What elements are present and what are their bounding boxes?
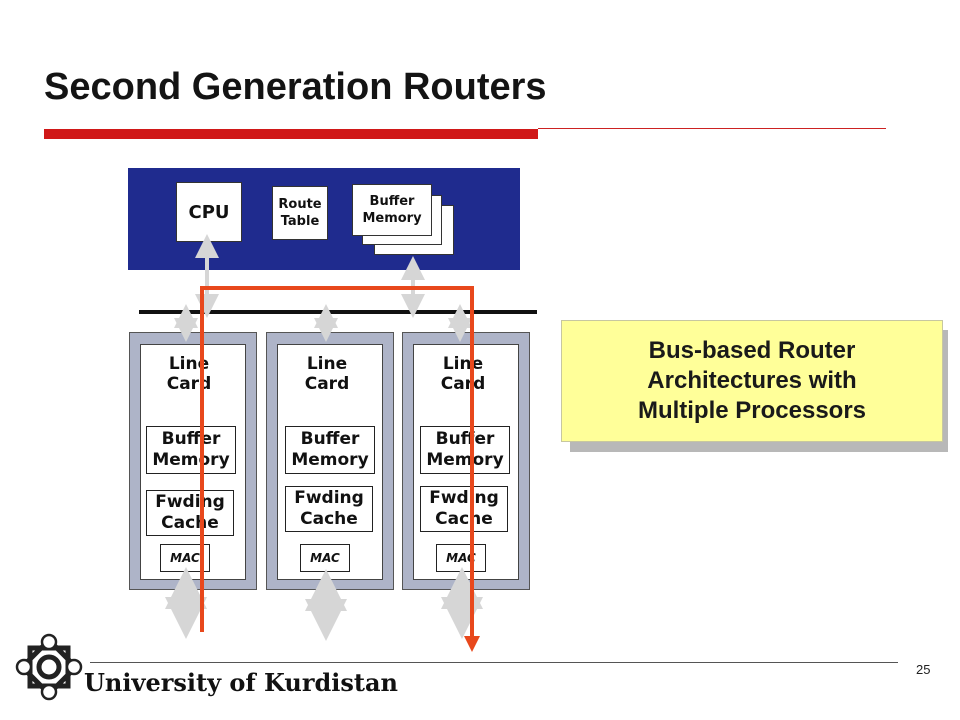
callout-line-3: Multiple Processors [637,397,867,424]
line-card-1-buffer-line-1: Buffer [161,429,221,449]
line-card-3-buffer-memory: Buffer Memory [420,426,510,474]
central-buffer-line-2: Memory [362,211,422,226]
line-card-2-buffer-line-1: Buffer [300,429,360,449]
line-card-1-fwding-line-1: Fwding [155,492,225,512]
title-underline-bar [44,129,538,139]
slide-title: Second Generation Routers [44,66,547,108]
cpu-box: CPU [176,182,242,242]
route-table-box: Route Table [272,186,328,240]
route-table-line-2: Table [280,214,320,229]
line-card-3-buffer-line-1: Buffer [435,429,495,449]
footer-institution-name: University of Kurdistan [84,668,398,697]
line-card-1-buffer-memory: Buffer Memory [146,426,236,474]
line-card-1-fwding-cache: Fwding Cache [146,490,234,536]
callout-line-1: Bus-based Router [648,337,856,364]
line-card-1-label-line-1: Line [168,354,210,374]
line-card-3-fwding-cache: Fwding Cache [420,486,508,532]
cpu-label: CPU [188,201,230,223]
line-card-3-buffer-line-2: Memory [426,450,504,470]
line-card-2-fwding-line-2: Cache [300,509,358,529]
page-number: 25 [916,662,931,677]
line-card-3-label-line-2: Card [440,374,486,394]
central-buffer-memory-box: Buffer Memory [352,184,432,236]
title-underline-rule [538,128,886,129]
line-card-3-fwding-line-2: Cache [435,509,493,529]
packet-flow-arrowhead [464,636,480,652]
packet-flow-path [200,286,474,640]
line-card-2-fwding-cache: Fwding Cache [285,486,373,532]
callout-line-2: Architectures with [647,367,857,394]
line-card-2-mac: MAC [300,544,350,572]
line-card-2-buffer-memory: Buffer Memory [285,426,375,474]
line-card-2-fwding-line-1: Fwding [294,488,364,508]
university-logo-icon [15,633,83,701]
line-card-1-fwding-line-2: Cache [161,513,219,533]
line-card-1-buffer-line-2: Memory [152,450,230,470]
line-card-2-label-line-1: Line [306,354,348,374]
line-card-2-buffer-line-2: Memory [291,450,369,470]
shared-bus [139,310,537,314]
line-card-2-label: Line Card [274,354,380,394]
line-card-2-label-line-2: Card [304,374,350,394]
callout-text: Bus-based Router Architectures with Mult… [582,336,922,426]
footer-rule [90,662,898,663]
central-buffer-line-1: Buffer [369,194,415,209]
line-card-3-fwding-line-1: Fwding [429,488,499,508]
callout-box: Bus-based Router Architectures with Mult… [561,320,943,442]
route-table-line-1: Route [278,197,322,212]
